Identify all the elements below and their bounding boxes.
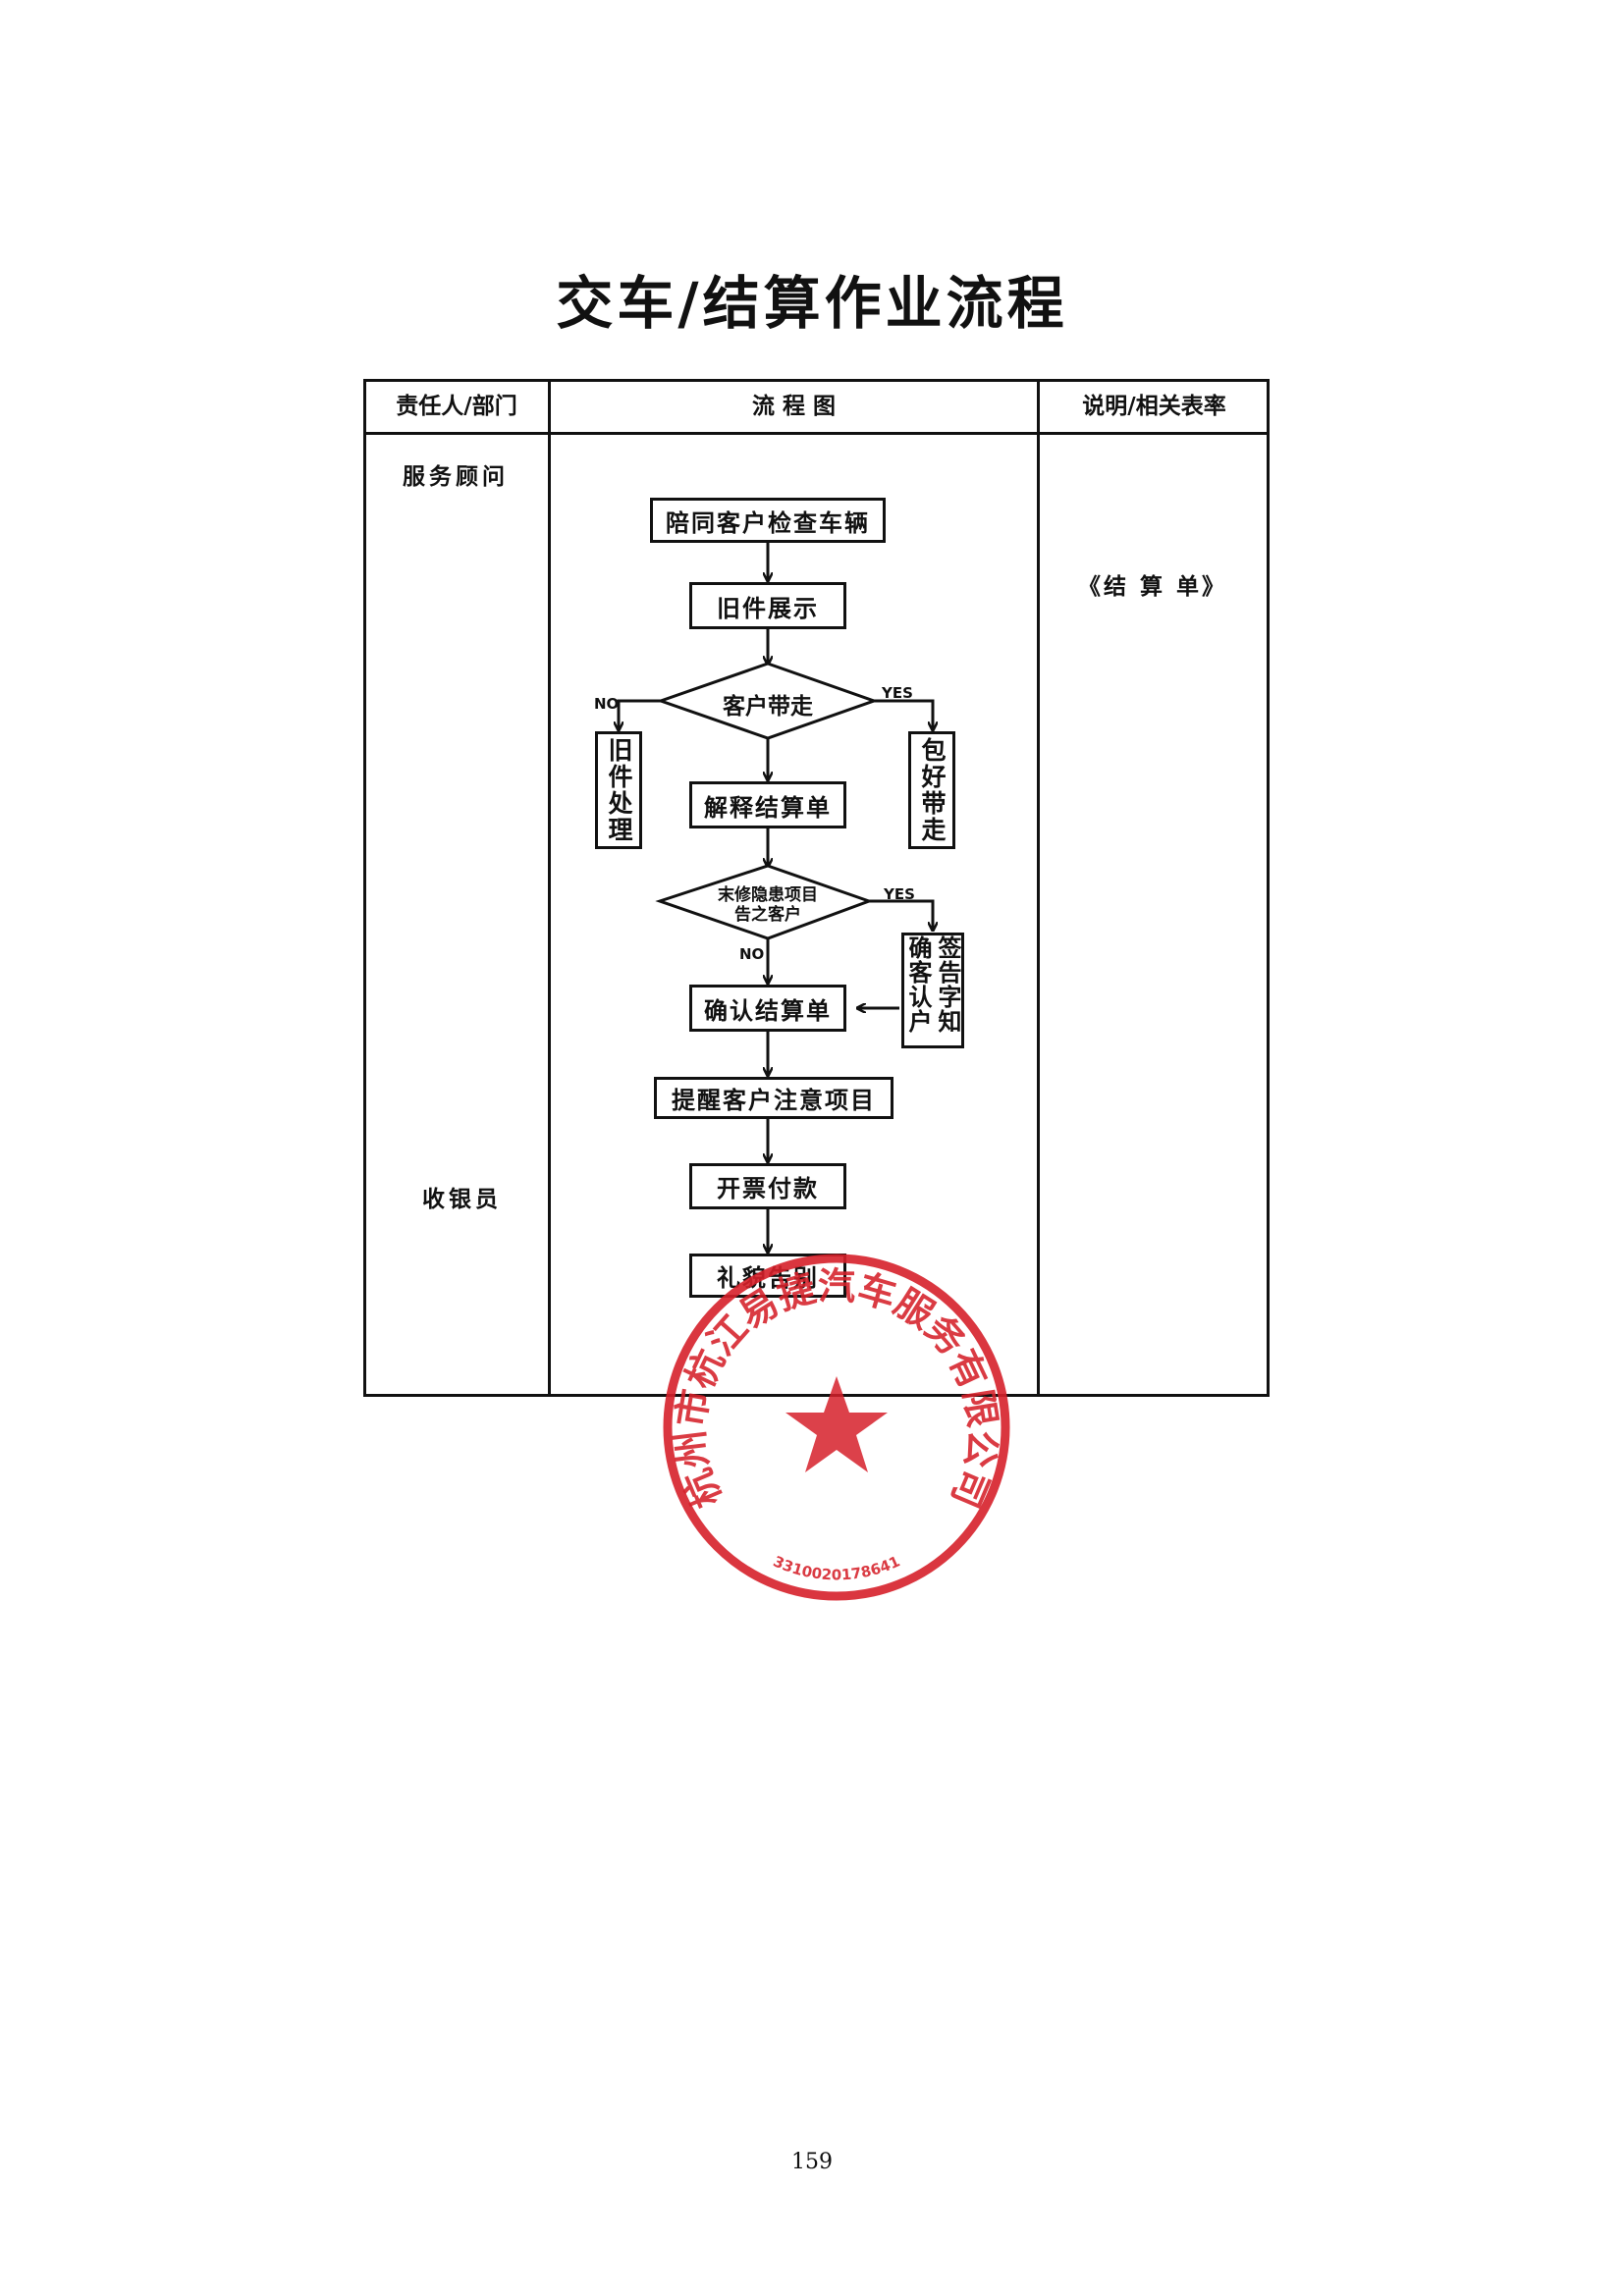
header-notes: 说明/相关表率: [1082, 394, 1226, 419]
seal-star: [785, 1376, 888, 1472]
decision-risk-line-1: 末修隐患项目: [718, 885, 818, 905]
label-yes: YES: [884, 885, 915, 903]
company-seal: 杭州市杭江易捷汽车服务有限公司 3310020178641: [663, 1254, 1010, 1601]
decision-unrepaired-risk: 末修隐患项目 告之客户: [699, 885, 837, 925]
step-dispose-label: 旧件处理: [605, 737, 633, 843]
step-inform-sign-label: 签告字知确客认户: [904, 935, 961, 1034]
note-settlement-form: 《结 算 单》: [1078, 574, 1228, 600]
step-confirm-settlement: 确认结算单: [689, 985, 846, 1032]
seal-number: 3310020178641: [771, 1552, 903, 1583]
table-border: [363, 379, 1270, 1397]
step-invoice-payment: 开票付款: [689, 1163, 846, 1209]
role-cashier: 收银员: [422, 1187, 502, 1212]
step-explain-settlement: 解释结算单: [689, 781, 846, 828]
process-table: 责任人/部门 流 程 图 说明/相关表率 服务顾问 收银员 《结 算 单》: [363, 379, 1270, 1397]
decision-diamond: [656, 662, 879, 740]
label-no: NO: [739, 945, 765, 963]
header-responsible: 责任人/部门: [396, 394, 517, 419]
decision-risk-line-2: 告之客户: [734, 905, 801, 925]
role-service-advisor: 服务顾问: [403, 464, 509, 490]
step-show-old-parts: 旧件展示: [689, 582, 846, 629]
header-divider: [363, 432, 1270, 435]
arrow-no: [619, 699, 661, 729]
step-pack-and-take: 包好带走: [908, 731, 955, 849]
step-remind-customer: 提醒客户注意项目: [654, 1077, 893, 1119]
header-flowchart: 流 程 图: [751, 394, 836, 419]
decision-customer-take: 客户带走: [723, 694, 813, 720]
step-pack-label: 包好带走: [918, 737, 947, 843]
step-inform-sign: 签告字知确客认户: [901, 933, 964, 1048]
arrow-yes: [874, 699, 933, 729]
decision-diamond: [655, 864, 874, 940]
label-yes: YES: [882, 684, 913, 702]
column-divider: [548, 379, 551, 1397]
label-no: NO: [594, 695, 620, 713]
step-dispose-old-parts: 旧件处理: [595, 731, 642, 849]
column-divider: [1037, 379, 1040, 1397]
page-number: 159: [791, 2150, 833, 2174]
page-title: 交车/结算作业流程: [556, 270, 1068, 337]
step-accompany-inspect: 陪同客户检查车辆: [650, 498, 886, 543]
arrow-yes: [869, 899, 933, 930]
